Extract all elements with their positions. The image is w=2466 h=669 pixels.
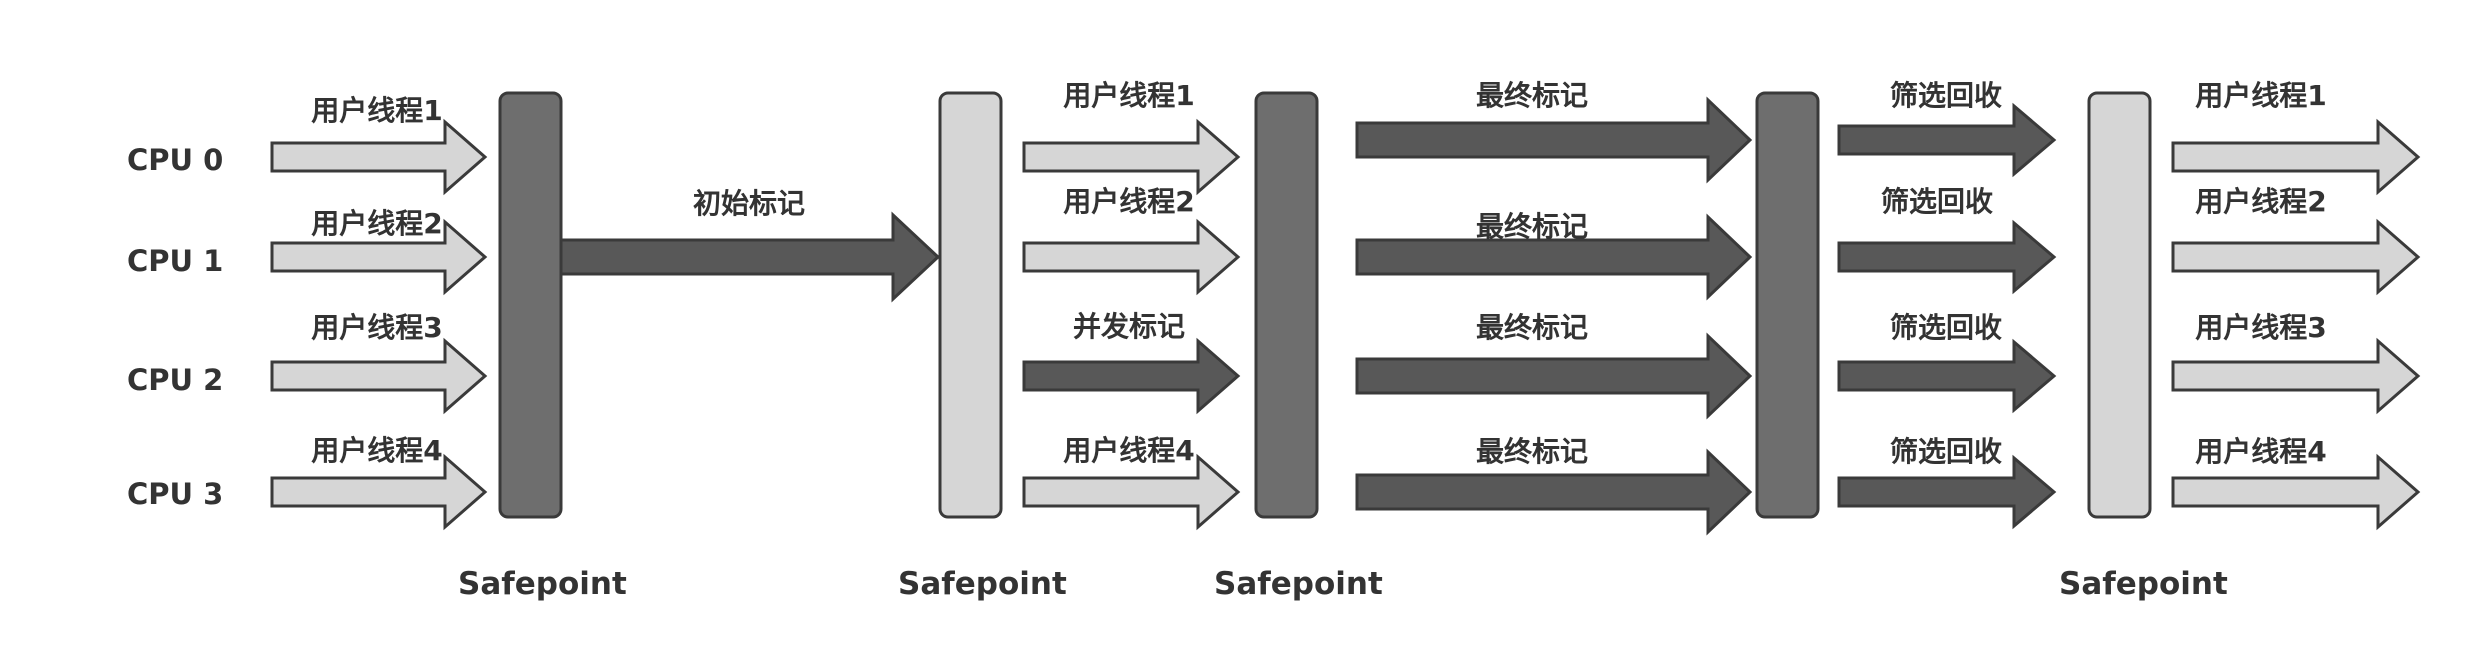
arrow-phase2-3 (1022, 453, 1241, 531)
safepoint-label-4: Safepoint (2059, 566, 2228, 602)
arrow-phase4-0 (1837, 102, 2057, 178)
arrow-phase3-1 (1355, 213, 1753, 301)
safepoint-bar-1 (498, 91, 563, 519)
phase6-label-cpu0: 用户线程1 (2195, 79, 2326, 112)
arrow-phase3-3 (1355, 448, 1753, 536)
cpu-label-1: CPU 1 (127, 244, 223, 278)
cpu-label-3: CPU 3 (127, 477, 223, 511)
initial-mark-label: 初始标记 (693, 187, 805, 220)
safepoint-label-2: Safepoint (898, 566, 1067, 602)
safepoint-label-3: Safepoint (1214, 566, 1383, 602)
final-mark-label-cpu3: 最终标记 (1476, 435, 1588, 468)
arrow-phase5-1 (2171, 218, 2421, 296)
phase6-label-cpu2: 用户线程3 (2195, 311, 2326, 344)
phase6-label-cpu1: 用户线程2 (2195, 185, 2326, 218)
arrow-phase3-2 (1355, 332, 1753, 420)
arrow-phase0-1 (270, 218, 488, 296)
arrow-phase0-3 (270, 453, 488, 531)
cleanup-label-cpu0: 筛选回收 (1890, 79, 2002, 112)
final-mark-label-cpu1: 最终标记 (1476, 210, 1588, 243)
arrow-phase2-2 (1022, 337, 1241, 415)
collection-bar (1755, 91, 1820, 519)
final-mark-label-cpu0: 最终标记 (1476, 79, 1588, 112)
phase3-label-cpu2: 并发标记 (1073, 310, 1185, 343)
arrow-phase0-0 (270, 118, 488, 196)
phase1-label-cpu0: 用户线程1 (311, 94, 442, 127)
safepoint-bar-4 (2087, 91, 2152, 519)
arrow-phase4-2 (1837, 338, 2057, 414)
arrow-phase1-0 (559, 211, 941, 303)
arrow-phase0-2 (270, 337, 488, 415)
phase6-label-cpu3: 用户线程4 (2195, 435, 2326, 468)
arrow-phase4-3 (1837, 454, 2057, 530)
phase1-label-cpu1: 用户线程2 (311, 207, 442, 240)
final-mark-label-cpu2: 最终标记 (1476, 311, 1588, 344)
cpu-label-0: CPU 0 (127, 143, 223, 177)
arrow-phase2-0 (1022, 118, 1241, 196)
arrows-layer (270, 96, 2421, 536)
arrow-phase5-3 (2171, 453, 2421, 531)
phase3-label-cpu0: 用户线程1 (1063, 79, 1194, 112)
arrow-phase5-2 (2171, 337, 2421, 415)
phase3-label-cpu1: 用户线程2 (1063, 185, 1194, 218)
safepoint-label-1: Safepoint (458, 566, 627, 602)
arrow-phase5-0 (2171, 118, 2421, 196)
arrow-phase2-1 (1022, 218, 1241, 296)
phase1-label-cpu3: 用户线程4 (311, 434, 442, 467)
arrow-phase4-1 (1837, 219, 2057, 295)
phase3-label-cpu3: 用户线程4 (1063, 434, 1194, 467)
cleanup-label-cpu2: 筛选回收 (1890, 311, 2002, 344)
phase1-label-cpu2: 用户线程3 (311, 311, 442, 344)
cpu-label-2: CPU 2 (127, 363, 223, 397)
safepoint-bar-2 (938, 91, 1003, 519)
cleanup-label-cpu1: 筛选回收 (1881, 185, 1993, 218)
safepoint-bar-3 (1254, 91, 1319, 519)
arrow-phase3-0 (1355, 96, 1753, 184)
cleanup-label-cpu3: 筛选回收 (1890, 435, 2002, 468)
